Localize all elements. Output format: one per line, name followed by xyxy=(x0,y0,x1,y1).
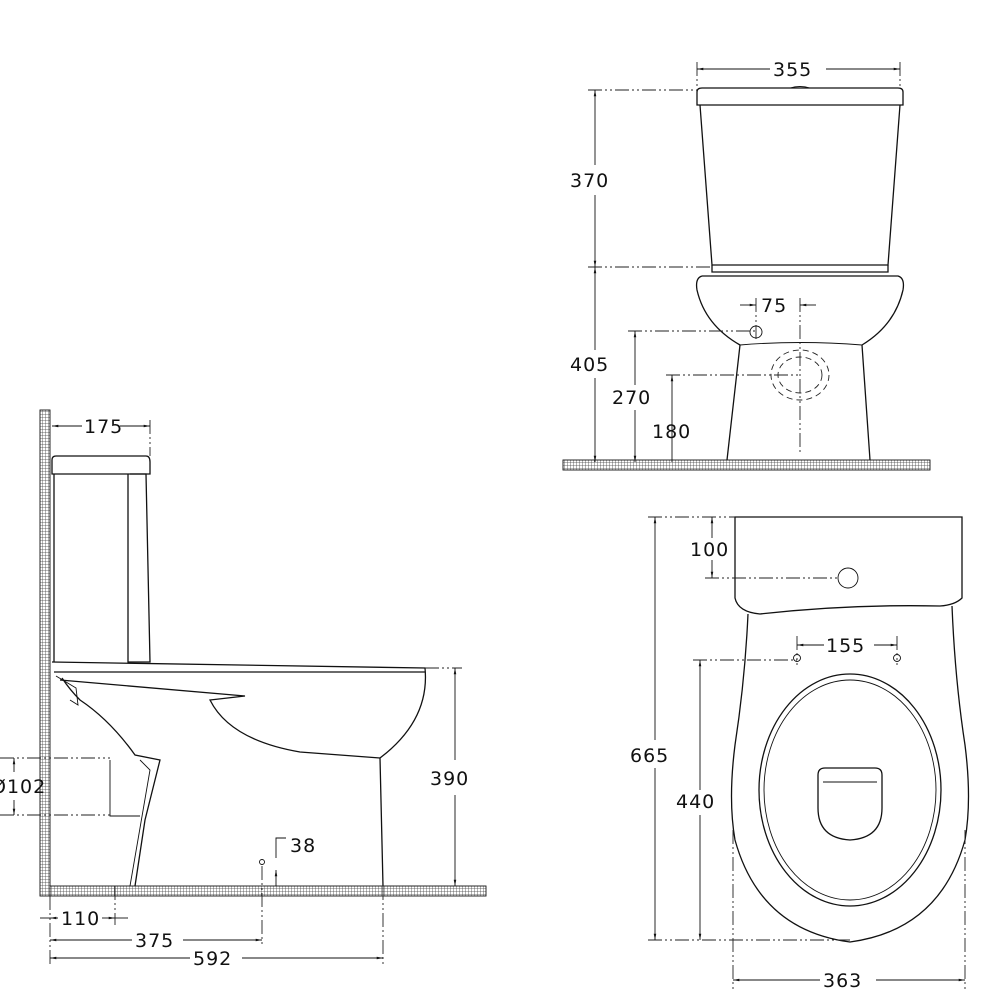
dim-270: 270 xyxy=(612,387,651,409)
dim-100: 100 xyxy=(690,539,729,561)
floor-hatch xyxy=(49,885,487,897)
dim-102: Ø102 xyxy=(0,776,46,798)
side-view: 175 Ø102 390 38 110 375 592 xyxy=(0,409,487,970)
dim-355: 355 xyxy=(773,59,812,81)
wall-hatch xyxy=(39,409,51,897)
dim-665: 665 xyxy=(630,745,669,767)
dim-405: 405 xyxy=(570,354,609,376)
dim-180: 180 xyxy=(652,421,691,443)
front-view: 355 370 405 270 180 75 xyxy=(562,59,931,471)
front-floor-hatch xyxy=(562,459,931,471)
top-dimensions: 100 665 440 155 363 xyxy=(630,516,966,992)
side-toilet-outline xyxy=(51,455,427,887)
dim-38: 38 xyxy=(290,835,316,857)
dim-390: 390 xyxy=(430,768,469,790)
dim-363: 363 xyxy=(823,970,862,992)
side-dimensions: 175 Ø102 390 38 110 375 592 xyxy=(0,416,469,970)
front-toilet-outline xyxy=(695,86,905,461)
top-toilet-outline xyxy=(730,516,970,943)
front-dimensions: 355 370 405 270 180 75 xyxy=(570,59,901,462)
dim-440: 440 xyxy=(676,791,715,813)
top-view: 100 665 440 155 363 xyxy=(630,516,970,992)
dim-370: 370 xyxy=(570,170,609,192)
dim-155: 155 xyxy=(826,635,865,657)
dim-592: 592 xyxy=(193,948,232,970)
dim-175: 175 xyxy=(84,416,123,438)
dim-75: 75 xyxy=(761,295,787,317)
dim-110: 110 xyxy=(61,908,100,930)
dim-375: 375 xyxy=(135,930,174,952)
